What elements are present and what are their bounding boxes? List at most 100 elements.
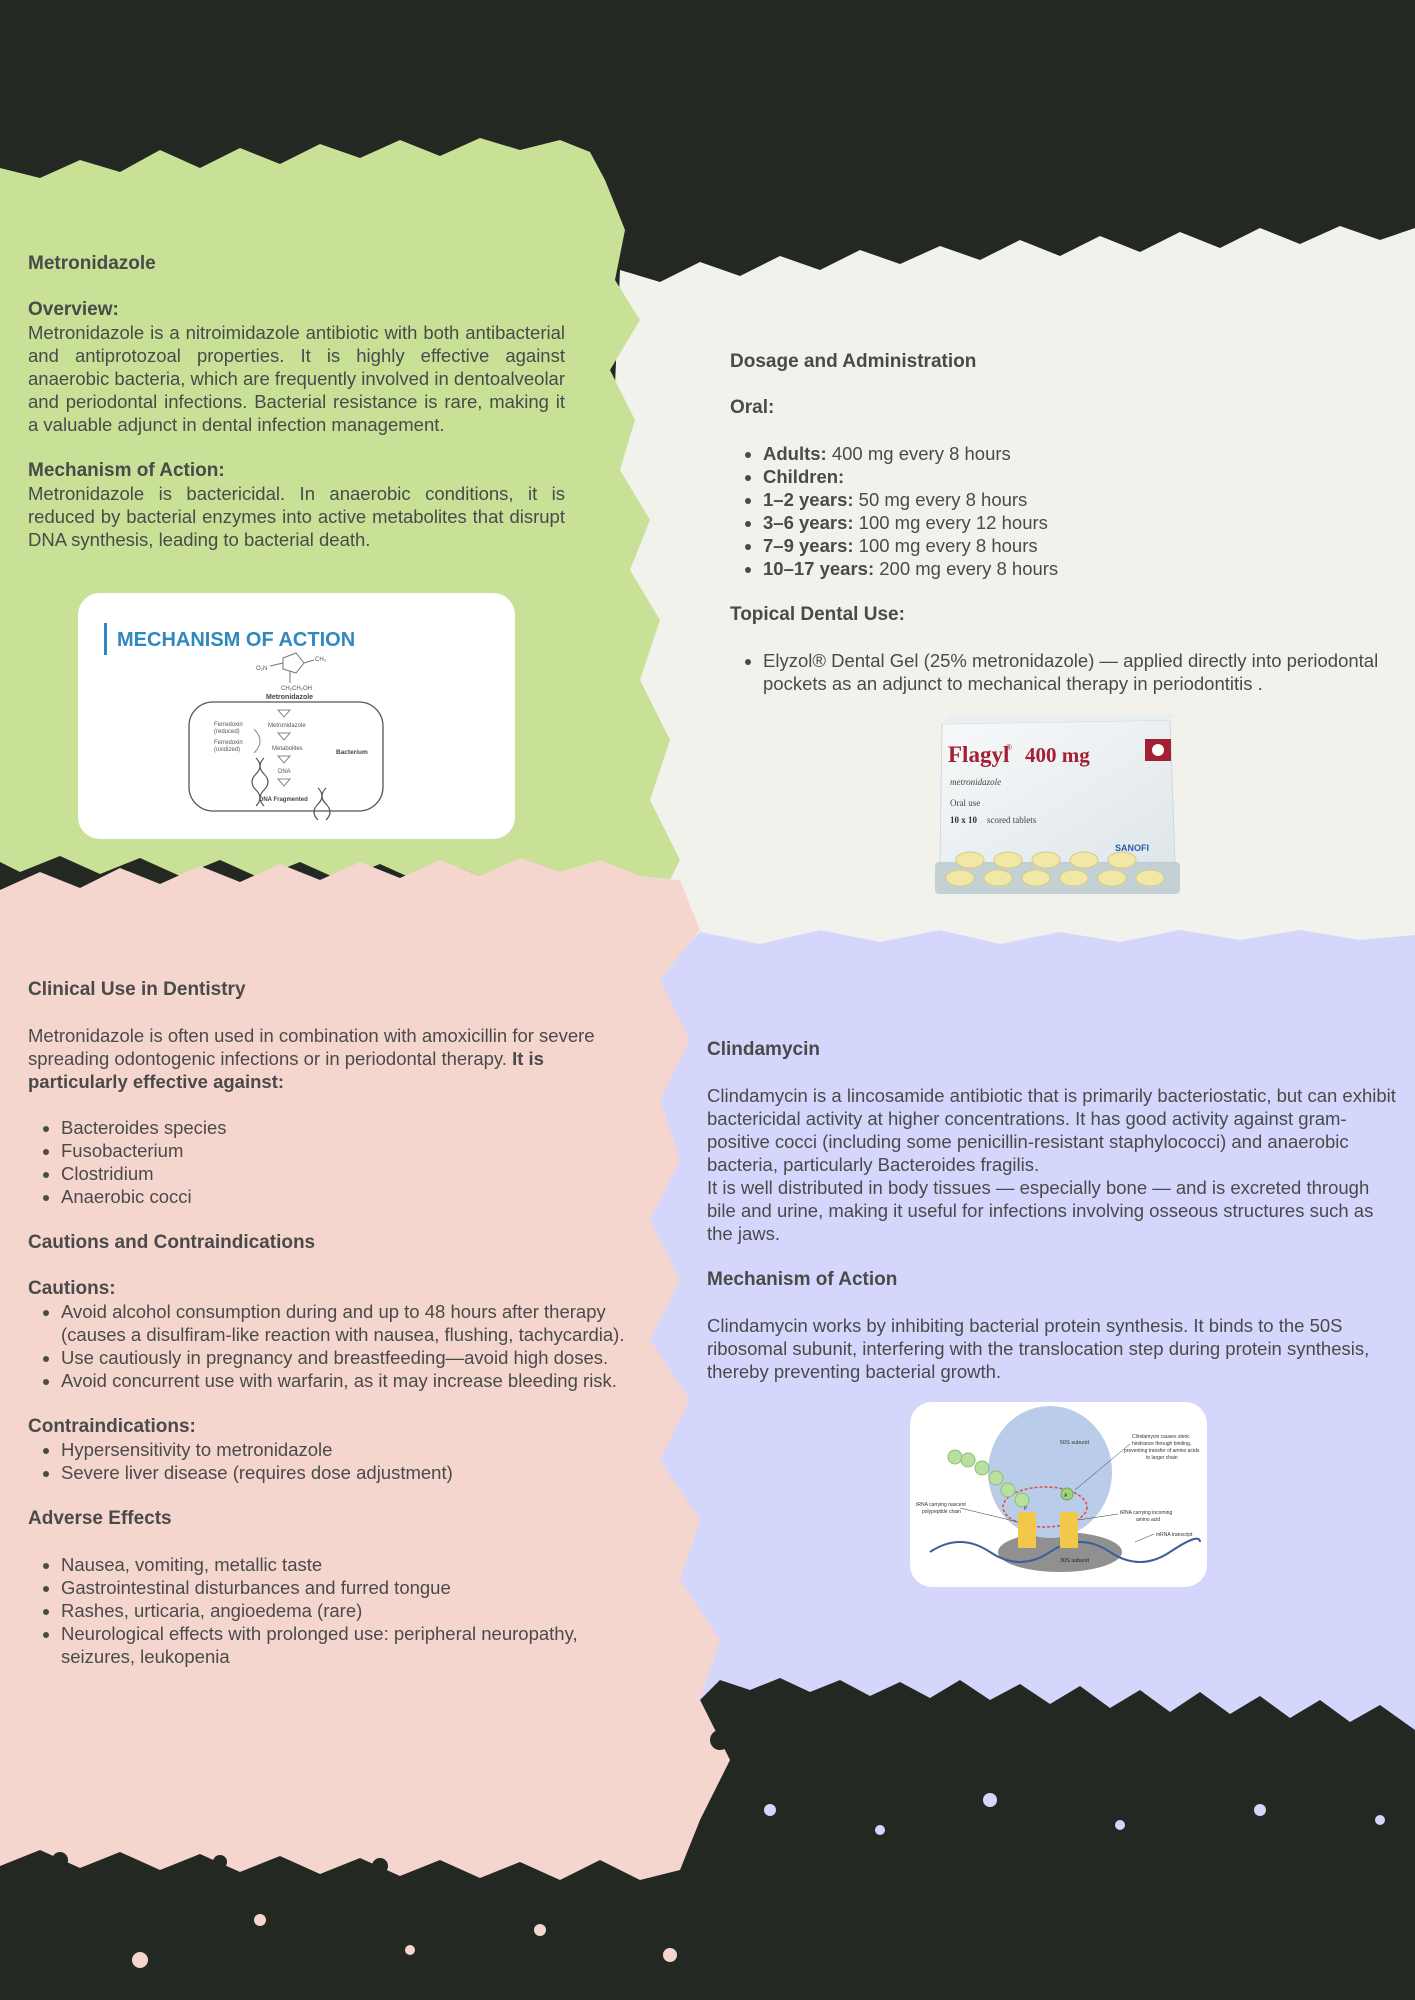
tablets-icon — [945, 851, 1165, 887]
list-item: Use cautiously in pregnancy and breastfe… — [61, 1346, 628, 1369]
list-item: 3–6 years: 100 mg every 12 hours — [763, 511, 1400, 534]
list-item: 7–9 years: 100 mg every 8 hours — [763, 534, 1400, 557]
moa-figure-title: MECHANISM OF ACTION — [117, 629, 355, 651]
flagyl-product-image: Flagyl ® 400 mg metronidazole Oral use 1… — [935, 714, 1180, 894]
flagyl-brand: Flagyl — [948, 742, 1009, 767]
svg-text:hindrance through binding,: hindrance through binding, — [1132, 1441, 1191, 1447]
cream-panel-shape — [610, 226, 1415, 962]
svg-text:metronidazole: metronidazole — [950, 777, 1001, 787]
svg-text:Ferredoxin: Ferredoxin — [214, 740, 243, 746]
svg-text:tRNA carrying incoming: tRNA carrying incoming — [1120, 1510, 1172, 1516]
list-item: Adults: 400 mg every 8 hours — [763, 442, 1400, 465]
clinical-section: Clinical Use in Dentistry Metronidazole … — [28, 978, 628, 1668]
svg-text:®: ® — [1006, 743, 1012, 752]
mechanism-text: Metronidazole is bactericidal. In anaero… — [28, 483, 565, 550]
molecule-structure-icon — [269, 652, 315, 683]
list-item: Neurological effects with prolonged use:… — [61, 1622, 628, 1668]
list-item: Rashes, urticaria, angioedema (rare) — [61, 1599, 628, 1622]
trna-a-site — [1060, 1512, 1078, 1548]
pink-panel-shape — [0, 858, 730, 1880]
ribosome-figure-card: A P 50S subunit 30S subunit Clindamycin … — [910, 1402, 1207, 1587]
metronidazole-title: Metronidazole — [28, 253, 156, 274]
50s-subunit-shape — [988, 1406, 1112, 1538]
svg-text:50S subunit: 50S subunit — [1060, 1440, 1090, 1446]
svg-text:A: A — [1064, 1493, 1068, 1499]
annotation-lines — [959, 1443, 1155, 1543]
flagyl-strength: 400 mg — [1025, 743, 1090, 767]
overview-heading: Overview: — [28, 299, 119, 320]
bacterium-outline — [188, 701, 384, 812]
dosage-title: Dosage and Administration — [730, 351, 977, 372]
cautions-title: Cautions and Contraindications — [28, 1232, 316, 1253]
svg-text:CH₂CH₂OH: CH₂CH₂OH — [281, 686, 312, 692]
dosage-section: Dosage and Administration Oral: Adults: … — [730, 350, 1400, 695]
mechanism-figure-card: MECHANISM OF ACTION O₂N CH₃ CH₂CH₂OH Met… — [78, 593, 515, 839]
svg-text:Bacterium: Bacterium — [336, 749, 368, 756]
list-item: Nausea, vomiting, metallic taste — [61, 1553, 628, 1576]
svg-text:Clindamycin causes steric: Clindamycin causes steric — [1132, 1434, 1190, 1440]
svg-text:(reduced): (reduced) — [214, 729, 240, 735]
list-item: Gastrointestinal disturbances and furred… — [61, 1576, 628, 1599]
ribosome-diagram: A P 50S subunit 30S subunit Clindamycin … — [916, 1406, 1201, 1572]
sanofi-logo: SANOFI — [1115, 843, 1149, 853]
organism-list: Bacteroides species Fusobacterium Clostr… — [28, 1116, 628, 1208]
adverse-title: Adverse Effects — [28, 1508, 172, 1529]
topical-heading: Topical Dental Use: — [730, 604, 905, 625]
contraindications-list: Hypersensitivity to metronidazole Severe… — [28, 1438, 628, 1484]
lavender-panel-shape — [600, 925, 1415, 1850]
svg-text:DNA Fragmented: DNA Fragmented — [259, 797, 308, 803]
svg-text:amino acid: amino acid — [1136, 1517, 1160, 1523]
list-item: Hypersensitivity to metronidazole — [61, 1438, 628, 1461]
list-item: Fusobacterium — [61, 1139, 628, 1162]
clindamycin-title: Clindamycin — [707, 1039, 820, 1060]
list-item: Avoid alcohol consumption during and up … — [61, 1300, 628, 1346]
svg-text:tRNA carrying nascent: tRNA carrying nascent — [916, 1502, 966, 1508]
svg-text:(oxidized): (oxidized) — [214, 747, 240, 753]
clinical-title: Clinical Use in Dentistry — [28, 979, 246, 1000]
svg-text:mRNA transcript: mRNA transcript — [1156, 1532, 1193, 1538]
adverse-list: Nausea, vomiting, metallic taste Gastroi… — [28, 1553, 628, 1668]
svg-text:P: P — [1024, 1506, 1028, 1512]
clindamycin-para2: It is well distributed in body tissues —… — [707, 1177, 1374, 1244]
list-item: Elyzol® Dental Gel (25% metronidazole) —… — [763, 649, 1400, 695]
clindamycin-mechanism-heading: Mechanism of Action — [707, 1269, 898, 1290]
mechanism-diagram: MECHANISM OF ACTION O₂N CH₃ CH₂CH₂OH Met… — [104, 623, 384, 821]
list-item: Children: — [763, 465, 1400, 488]
svg-text:CH₃: CH₃ — [315, 657, 327, 663]
speckle-decor — [52, 1723, 1357, 1891]
list-item: 10–17 years: 200 mg every 8 hours — [763, 557, 1400, 580]
metronidazole-section: Metronidazole Overview: Metronidazole is… — [28, 252, 565, 551]
svg-text:Metronidazole: Metronidazole — [266, 694, 313, 701]
svg-text:preventing transfer of amino a: preventing transfer of amino acids — [1124, 1448, 1200, 1454]
cautions-heading: Cautions: — [28, 1278, 116, 1299]
overview-text: Metronidazole is a nitroimidazole antibi… — [28, 322, 565, 435]
dna-helix-icon — [251, 757, 331, 821]
polypeptide-chain-icon — [947, 1449, 1030, 1508]
list-item: Anaerobic cocci — [61, 1185, 628, 1208]
svg-text:Metabolites: Metabolites — [272, 746, 303, 752]
svg-text:Ferredoxin: Ferredoxin — [214, 722, 243, 728]
list-item: 1–2 years: 50 mg every 8 hours — [763, 488, 1400, 511]
clindamycin-para1: Clindamycin is a lincosamide antibiotic … — [707, 1085, 1396, 1175]
clindamycin-section: Clindamycin Clindamycin is a lincosamide… — [707, 1038, 1399, 1383]
svg-text:polypeptide chain: polypeptide chain — [922, 1509, 961, 1515]
svg-text:scored tablets: scored tablets — [987, 815, 1037, 825]
topical-list: Elyzol® Dental Gel (25% metronidazole) —… — [730, 649, 1400, 695]
oral-dose-list: Adults: 400 mg every 8 hours Children: 1… — [730, 442, 1400, 580]
cautions-list: Avoid alcohol consumption during and up … — [28, 1300, 628, 1392]
svg-text:to larger chain: to larger chain — [1146, 1455, 1178, 1461]
list-item: Avoid concurrent use with warfarin, as i… — [61, 1369, 628, 1392]
clinical-intro: Metronidazole is often used in combinati… — [28, 1025, 595, 1092]
svg-text:30S subunit: 30S subunit — [1060, 1558, 1090, 1564]
list-item: Severe liver disease (requires dose adju… — [61, 1461, 628, 1484]
list-item: Clostridium — [61, 1162, 628, 1185]
oral-heading: Oral: — [730, 397, 775, 418]
clindamycin-molecule — [1060, 1487, 1074, 1501]
svg-text:Oral use: Oral use — [950, 798, 980, 808]
svg-text:Metronidazole: Metronidazole — [268, 723, 306, 729]
list-item: Bacteroides species — [61, 1116, 628, 1139]
mechanism-heading: Mechanism of Action: — [28, 460, 225, 481]
contraindications-heading: Contraindications: — [28, 1416, 196, 1437]
svg-text:10 x 10: 10 x 10 — [950, 815, 978, 825]
